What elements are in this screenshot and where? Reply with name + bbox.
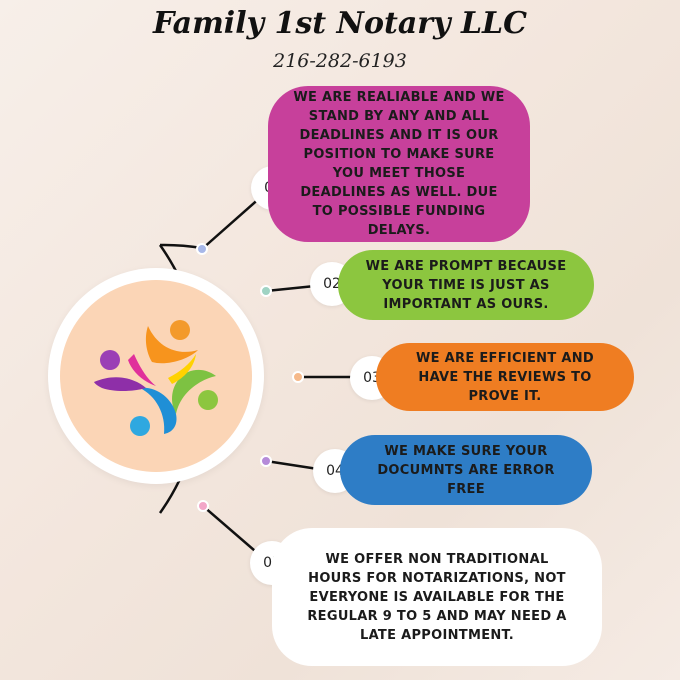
logo-circle — [48, 268, 264, 484]
phone-number[interactable]: 216-282-6193 — [273, 50, 407, 72]
feature-bubble-efficient: WE ARE EFFICIENT AND HAVE THE REVIEWS TO… — [376, 343, 634, 411]
feature-bubble-error-free: WE MAKE SURE YOUR DOCUMNTS ARE ERROR FRE… — [340, 435, 592, 505]
community-people-icon — [94, 320, 218, 436]
feature-bubble-hours: WE OFFER NON TRADITIONAL HOURS FOR NOTAR… — [272, 528, 602, 666]
timeline-dot-3 — [292, 371, 304, 383]
timeline-dot-2 — [260, 285, 272, 297]
feature-bubble-reliable: WE ARE REALIABLE AND WE STAND BY ANY AND… — [268, 86, 530, 242]
feature-bubble-prompt: WE ARE PROMPT BECAUSE YOUR TIME IS JUST … — [338, 250, 594, 320]
page-title: Family 1st Notary LLC — [152, 6, 528, 41]
timeline-dot-5 — [197, 500, 209, 512]
logo-background — [60, 280, 252, 472]
timeline-dot-1 — [196, 243, 208, 255]
timeline-dot-4 — [260, 455, 272, 467]
